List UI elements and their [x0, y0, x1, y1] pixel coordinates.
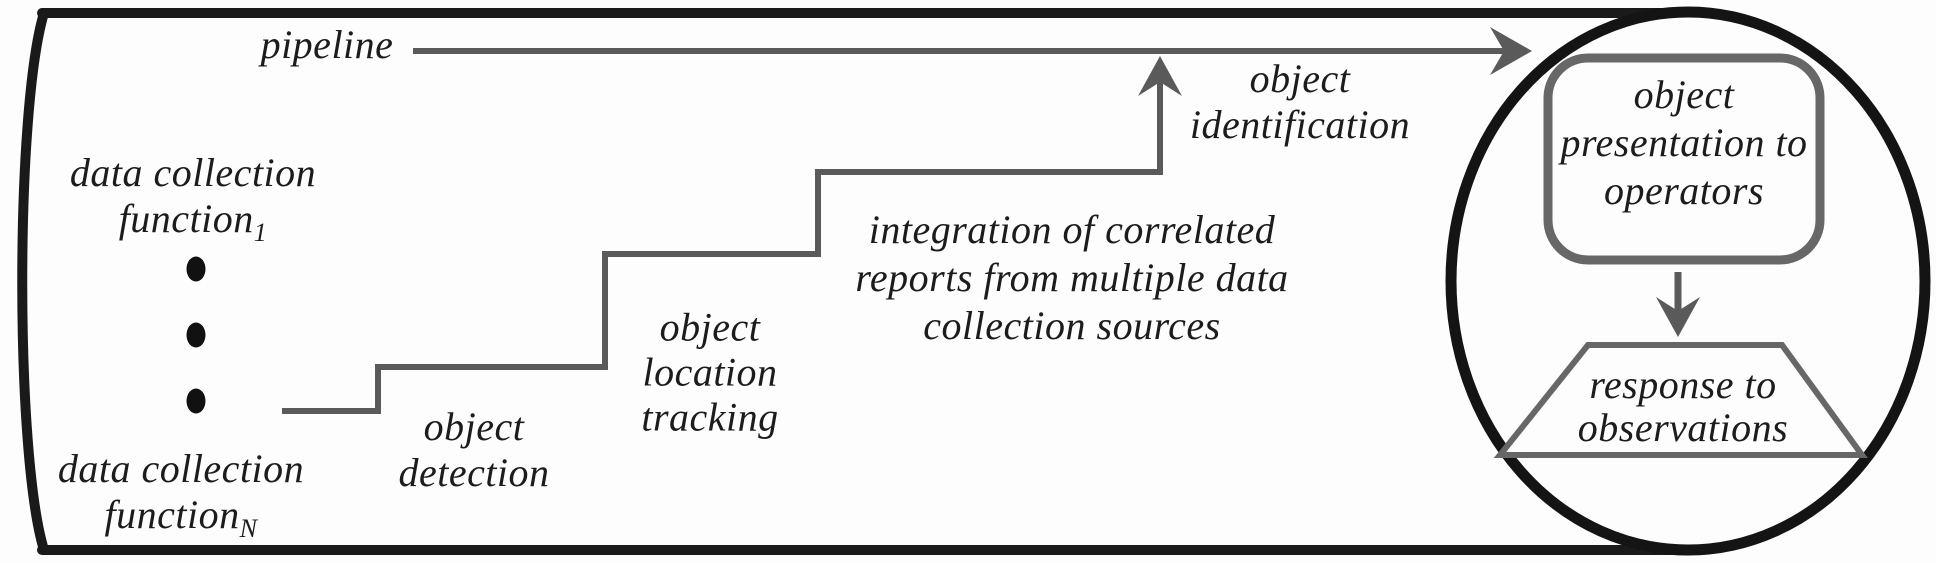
- identification-line1: object: [1249, 56, 1351, 101]
- source-top-line1: data collection: [69, 150, 317, 195]
- presentation-line1: object: [1633, 72, 1735, 117]
- ellipsis-dot: [186, 388, 206, 414]
- presentation-line2: presentation to: [1560, 120, 1808, 165]
- object-detection-label: object detection: [398, 404, 549, 496]
- ellipsis-dot: [186, 322, 206, 348]
- tracking-line2: location: [642, 349, 778, 395]
- integration-line2: reports from multiple data: [855, 255, 1289, 300]
- source-bottom-base: function: [104, 492, 240, 537]
- outer-left-curve: [17, 8, 49, 555]
- object-location-tracking-label: object location tracking: [641, 305, 778, 440]
- source-bottom-line2: functionN: [58, 492, 304, 542]
- object-presentation-label: object presentation to operators: [1560, 71, 1807, 215]
- integration-line1: integration of correlated: [868, 207, 1276, 252]
- pipeline-label: pipeline: [261, 22, 394, 68]
- source-bottom-subscript: N: [239, 514, 258, 543]
- response-to-observations-label: response to observations: [1578, 363, 1788, 449]
- data-collection-function-1-label: data collection function1: [69, 150, 317, 246]
- source-top-base: function: [118, 196, 254, 241]
- detection-line2: detection: [398, 450, 550, 495]
- object-identification-label: object identification: [1190, 56, 1410, 148]
- response-line1: response to: [1589, 362, 1777, 407]
- pipeline-arrowhead-icon: [1490, 27, 1532, 75]
- up-arrowhead-icon: [1138, 56, 1182, 96]
- source-top-line2: function1: [70, 196, 316, 246]
- identification-line2: identification: [1189, 102, 1411, 147]
- sources-ellipsis: [186, 256, 206, 414]
- source-top-subscript: 1: [253, 218, 268, 247]
- staircase-flow-line: [282, 75, 1163, 414]
- response-line2: observations: [1577, 405, 1789, 450]
- data-collection-function-n-label: data collection functionN: [57, 446, 305, 542]
- pipeline-label-text: pipeline: [260, 22, 394, 67]
- integration-label: integration of correlated reports from m…: [855, 206, 1288, 350]
- down-arrowhead-icon: [1656, 297, 1700, 337]
- presentation-box: [1543, 53, 1825, 265]
- source-bottom-line1: data collection: [57, 446, 305, 491]
- presentation-line3: operators: [1603, 168, 1765, 213]
- response-trapezoid: [1493, 342, 1868, 458]
- tracking-line3: tracking: [641, 394, 779, 440]
- ellipsis-dot: [186, 256, 206, 282]
- detection-line1: object: [423, 404, 525, 449]
- integration-line3: collection sources: [923, 303, 1221, 348]
- tracking-line1: object: [659, 304, 761, 350]
